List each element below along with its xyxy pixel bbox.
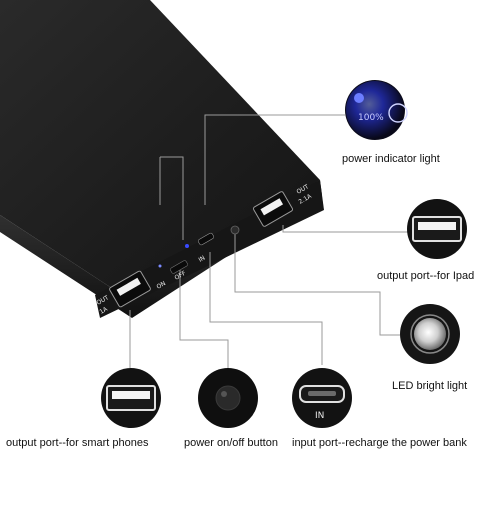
callout-line-input bbox=[209, 252, 323, 365]
callout-lines bbox=[129, 114, 408, 370]
device-side-edge bbox=[0, 180, 322, 318]
detail-input-port: IN bbox=[292, 368, 352, 428]
out-left-label-bottom: 1A bbox=[99, 305, 110, 315]
led-flashlight bbox=[230, 225, 240, 235]
input-port-label: IN bbox=[315, 411, 324, 421]
on-label: ON bbox=[156, 280, 167, 291]
percent-readout: 100% bbox=[358, 113, 384, 123]
caption-power-button: power on/off button bbox=[184, 437, 278, 449]
power-switch bbox=[170, 260, 188, 274]
detail-power-indicator: 100% bbox=[345, 80, 408, 140]
callout-line-button bbox=[179, 270, 229, 370]
detail-phones-port bbox=[101, 368, 161, 428]
callout-line-ipad bbox=[282, 225, 408, 233]
caption-output-phones: output port--for smart phones bbox=[6, 437, 149, 449]
caption-power-indicator: power indicator light bbox=[342, 153, 440, 165]
callout-line-power-indicator bbox=[160, 156, 184, 240]
caption-output-ipad: output port--for Ipad bbox=[377, 270, 475, 282]
micro-usb-port bbox=[198, 232, 214, 246]
caption-led-light: LED bright light bbox=[392, 380, 468, 392]
caption-input-port: input port--recharge the power bank bbox=[292, 437, 467, 449]
in-label: IN bbox=[198, 255, 207, 264]
output-port-2-1a: OUT 2.1A bbox=[253, 183, 314, 227]
indicator-led-small bbox=[158, 264, 162, 268]
indicator-led-blue bbox=[185, 244, 189, 248]
callout-line-led bbox=[234, 232, 400, 336]
callout-line-power-indicator-2 bbox=[204, 114, 345, 205]
detail-led-light bbox=[400, 304, 460, 364]
detail-ipad-port bbox=[407, 199, 467, 259]
detail-power-button bbox=[198, 368, 258, 428]
